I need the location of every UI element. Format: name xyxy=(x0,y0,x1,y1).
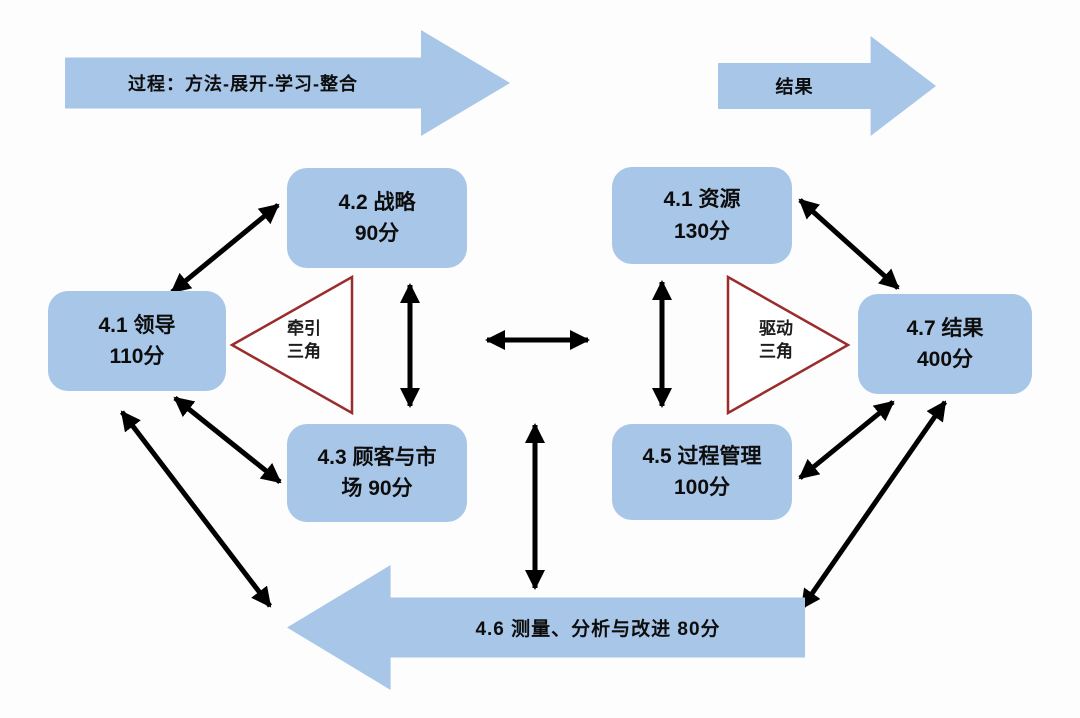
box-leadership: 4.1 领导 110分 xyxy=(48,291,226,391)
drive-triangle-shape xyxy=(726,274,851,416)
arrow-leadership-customers xyxy=(173,396,282,484)
box-process-management-title: 4.5 过程管理 xyxy=(642,444,762,468)
arrow-resources-results xyxy=(798,198,900,290)
box-leadership-score: 110分 xyxy=(109,345,165,368)
box-leadership-title: 4.1 领导 xyxy=(98,313,176,337)
box-customers-score: 场 90分 xyxy=(341,477,413,500)
box-customers-title: 4.3 顾客与市 xyxy=(317,445,437,469)
drive-triangle-label: 驱动 三角 xyxy=(759,319,793,361)
box-results: 4.7 结果 400分 xyxy=(858,294,1032,394)
arrow-process-results xyxy=(798,400,895,480)
pull-triangle-label: 牵引 三角 xyxy=(287,319,321,361)
measurement-arrow-label: 4.6 测量、分析与改进 80分 xyxy=(475,619,721,640)
arrow-results-measurement xyxy=(799,400,948,610)
box-strategy: 4.2 战略 90分 xyxy=(287,168,467,268)
process-arrow-label: 过程：方法-展开-学习-整合 xyxy=(128,74,358,94)
box-process-management: 4.5 过程管理 100分 xyxy=(612,424,792,520)
box-results-title: 4.7 结果 xyxy=(906,316,984,340)
arrow-leadership-measurement xyxy=(120,410,272,608)
box-results-score: 400分 xyxy=(916,348,974,371)
arrow-leadership-strategy xyxy=(170,203,280,294)
box-customers: 4.3 顾客与市 场 90分 xyxy=(287,424,467,522)
result-arrow-label: 结果 xyxy=(775,77,814,97)
box-process-management-score: 100分 xyxy=(673,476,731,499)
box-resources-score: 130分 xyxy=(673,219,731,243)
box-resources: 4.1 资源 130分 xyxy=(612,167,792,264)
box-resources-title: 4.1 资源 xyxy=(663,188,741,211)
box-strategy-title: 4.2 战略 xyxy=(338,190,416,214)
box-strategy-score: 90分 xyxy=(354,222,400,245)
pull-triangle-shape xyxy=(229,274,354,416)
